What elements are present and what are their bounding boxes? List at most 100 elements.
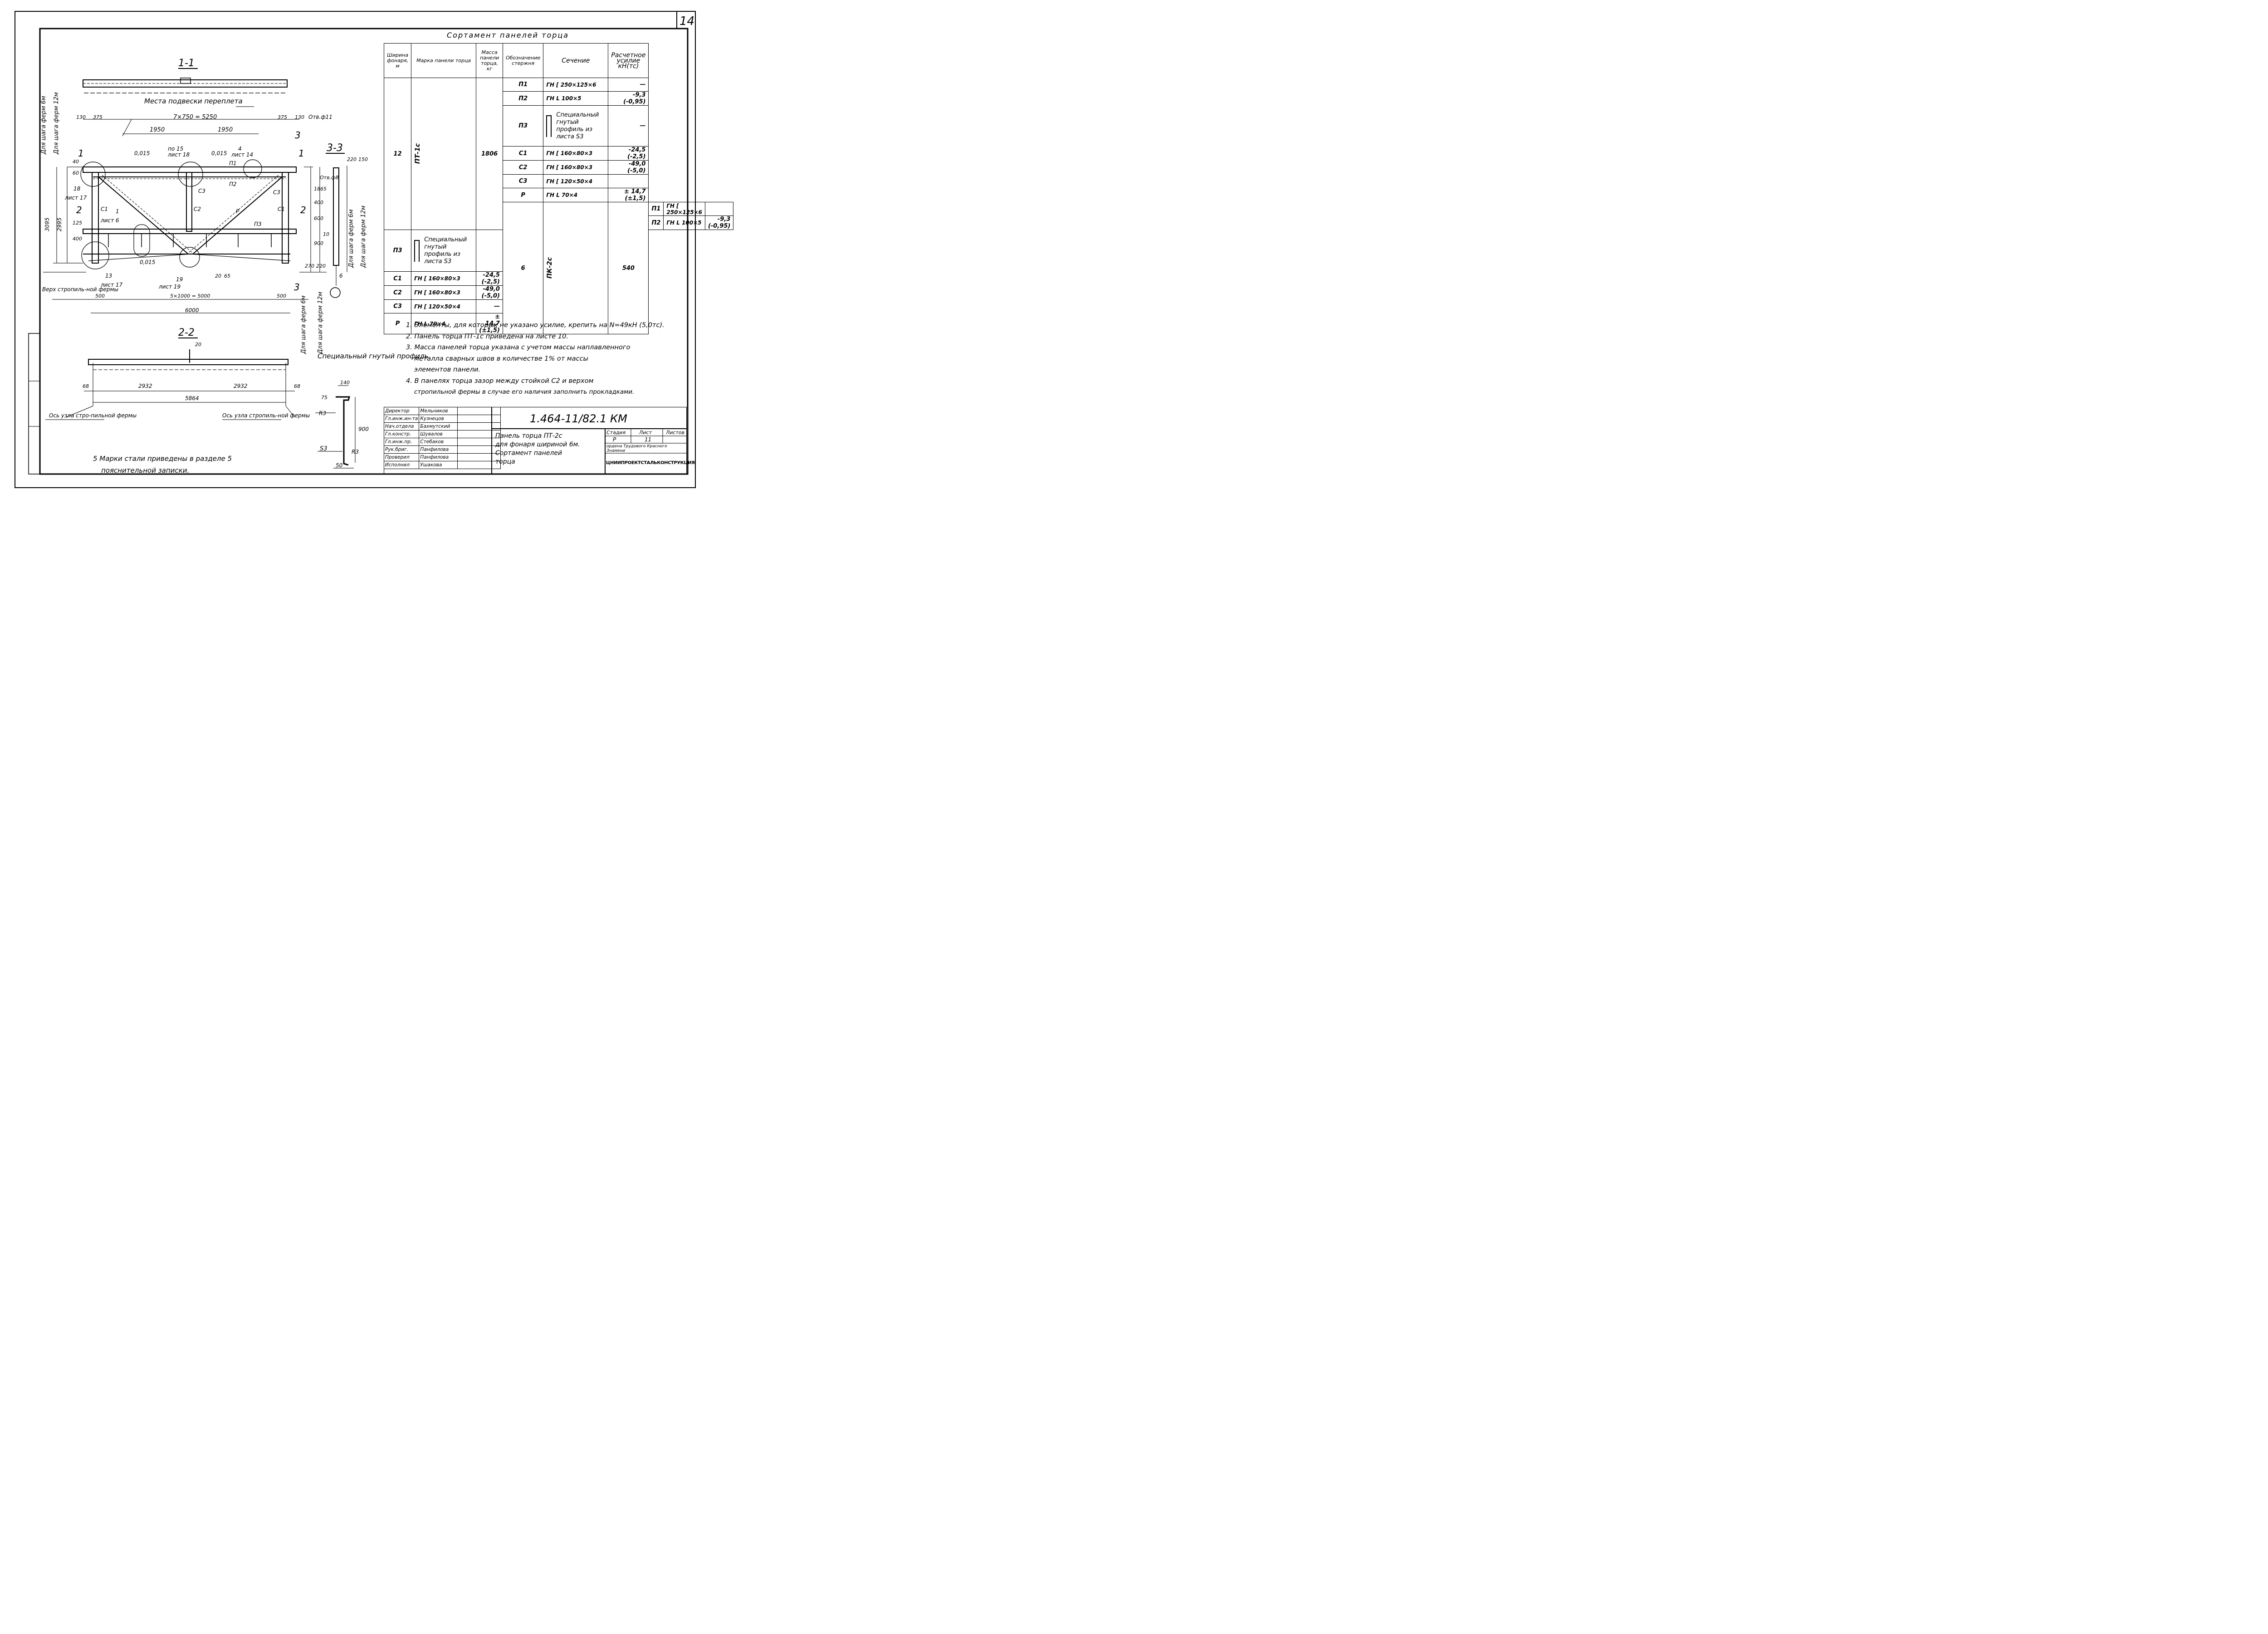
- svg-text:4: 4: [238, 146, 242, 152]
- note-5: 5 Марки стали приведены в разделе 5 пояс…: [93, 455, 232, 475]
- note-line: 4. В панелях торца зазор между стойкой С…: [406, 377, 594, 385]
- svg-text:68: 68: [83, 383, 89, 389]
- svg-text:С2: С2: [194, 206, 201, 212]
- svg-text:2995: 2995: [56, 217, 63, 231]
- svg-text:125: 125: [73, 220, 82, 226]
- svg-text:Для шага ферм 6м: Для шага ферм 6м: [300, 295, 307, 354]
- svg-text:лист 19: лист 19: [158, 284, 181, 290]
- inner-frame: [39, 28, 689, 475]
- svg-text:3: 3: [295, 130, 301, 141]
- svg-text:3: 3: [294, 282, 300, 293]
- note-line: элементов панели.: [414, 366, 481, 373]
- note-line: 3. Масса панелей торца указана с учетом …: [406, 344, 631, 351]
- table-row: С3 ГН [ 120×50×4: [384, 174, 733, 188]
- profile-icon: [546, 115, 552, 137]
- svg-text:С3: С3: [198, 188, 205, 194]
- svg-text:10: 10: [323, 231, 329, 237]
- svg-text:С1: С1: [278, 206, 285, 212]
- svg-text:500: 500: [95, 293, 105, 299]
- svg-text:500: 500: [277, 293, 286, 299]
- hdr-force: Расчетное усилие кН(тс): [608, 43, 649, 78]
- table-row: С1 ГН [ 160×80×3 -24,5 (-2,5): [384, 146, 733, 161]
- svg-text:лист 14: лист 14: [231, 152, 253, 158]
- svg-text:Р: Р: [236, 208, 240, 215]
- lbl-axis-a: Ось узла стро-пильной фермы: [49, 412, 137, 419]
- svg-text:6: 6: [339, 273, 343, 279]
- svg-text:1: 1: [78, 148, 84, 159]
- hdr-mass: Масса панели торца, кг: [476, 43, 503, 78]
- sheet-number: 14: [679, 15, 694, 28]
- svg-text:Для шага ферм 12м: Для шага ферм 12м: [317, 292, 324, 354]
- hdr-width: Ширина фонаря, м: [383, 43, 412, 78]
- svg-text:150: 150: [358, 157, 368, 162]
- svg-text:400: 400: [314, 200, 323, 205]
- svg-text:270: 270: [305, 263, 314, 269]
- svg-text:13: 13: [105, 273, 112, 279]
- table-row: П2 ГН L 100×5 -9,3 (-0,95): [384, 91, 733, 106]
- svg-text:68: 68: [294, 383, 300, 389]
- svg-text:Для шага ферм 6м: Для шага ферм 6м: [348, 209, 355, 268]
- svg-text:С3: С3: [273, 189, 280, 196]
- stamp-description: Панель торца ПТ-2с для фонаря шириной 6м…: [495, 432, 580, 465]
- svg-text:Для шага ферм 12м: Для шага ферм 12м: [53, 92, 60, 155]
- svg-text:19: 19: [176, 276, 183, 283]
- organization: ЦНИИПРОЕКТСТАЛЬКОНСТРУКЦИЯ: [606, 460, 695, 465]
- svg-text:лист 18: лист 18: [167, 152, 190, 158]
- svg-text:лист 17: лист 17: [64, 195, 87, 201]
- svg-text:0,015: 0,015: [211, 150, 227, 157]
- table-title: Сортамент панелей торца: [447, 31, 569, 39]
- svg-text:1: 1: [298, 148, 304, 159]
- table-row: С3 ГН [ 120×50×4 —: [383, 299, 733, 313]
- drawing-code: 1.464-11/82.1 КМ: [530, 412, 627, 425]
- svg-text:С1: С1: [101, 206, 108, 212]
- svg-text:375: 375: [278, 114, 287, 120]
- table-row: П3 Специальный гнутый профиль из листа S…: [383, 230, 733, 272]
- svg-text:2932: 2932: [138, 383, 152, 389]
- svg-text:60: 60: [73, 170, 79, 176]
- profile-icon: [414, 240, 420, 262]
- svg-text:400: 400: [73, 236, 82, 242]
- hdr-designation: Обозначение стержня: [502, 43, 544, 78]
- svg-text:20: 20: [215, 273, 221, 279]
- svg-text:2: 2: [300, 205, 306, 215]
- section-title-1-1: 1-1: [178, 58, 195, 69]
- table-row: П2 ГН L 100×5 -9,3 (-0,95): [384, 215, 734, 230]
- section-title-2-2: 2-2: [178, 327, 195, 338]
- table-row: Р ГН L 70×4 ± 14,7 (±1,5): [384, 188, 733, 202]
- detail-6-circle: [330, 287, 341, 298]
- svg-text:40: 40: [73, 159, 79, 165]
- svg-text:5864: 5864: [185, 395, 199, 401]
- svg-text:6000: 6000: [185, 307, 199, 313]
- note-line: 2. Панель торца ПТ-1с приведена на листе…: [406, 333, 568, 340]
- svg-text:по 15: по 15: [168, 146, 183, 152]
- svg-text:1950: 1950: [150, 127, 165, 133]
- lbl-span-7x750: 7×750 = 5250: [173, 114, 217, 121]
- svg-text:50: 50: [336, 462, 343, 469]
- drawing-sheet: 14 1-1: [15, 11, 696, 488]
- svg-text:0,015: 0,015: [140, 259, 155, 265]
- note-line: стропильной фермы в случае его наличия з…: [414, 388, 635, 396]
- svg-text:65: 65: [224, 273, 230, 279]
- svg-text:S3: S3: [320, 445, 327, 452]
- svg-text:140: 140: [340, 380, 350, 386]
- lbl-special-profile: Специальный гнутый профиль: [318, 352, 428, 360]
- svg-text:900: 900: [314, 240, 323, 246]
- svg-text:900: 900: [358, 426, 369, 432]
- svg-text:18: 18: [73, 186, 81, 192]
- svg-text:1950: 1950: [218, 127, 233, 133]
- svg-text:220: 220: [347, 157, 357, 162]
- svg-text:130: 130: [295, 114, 304, 120]
- svg-text:R3: R3: [319, 410, 326, 416]
- outer-frame: [15, 11, 696, 488]
- svg-text:20: 20: [195, 342, 201, 347]
- svg-text:Для шага ферм 6м: Для шага ферм 6м: [40, 96, 47, 155]
- svg-text:130: 130: [76, 114, 86, 120]
- table-row: 6 ПК-2с 540 П1 ГН [ 250×125×6: [384, 202, 734, 334]
- lbl-suspension: Места подвески переплета: [144, 97, 243, 105]
- svg-text:220: 220: [316, 263, 326, 269]
- table-row: 12 ПТ-1с 1806 П1 ГН [ 250×125×6 —: [383, 78, 733, 230]
- svg-text:Для шага ферм 12м: Для шага ферм 12м: [360, 205, 367, 268]
- svg-text:П1: П1: [229, 160, 237, 166]
